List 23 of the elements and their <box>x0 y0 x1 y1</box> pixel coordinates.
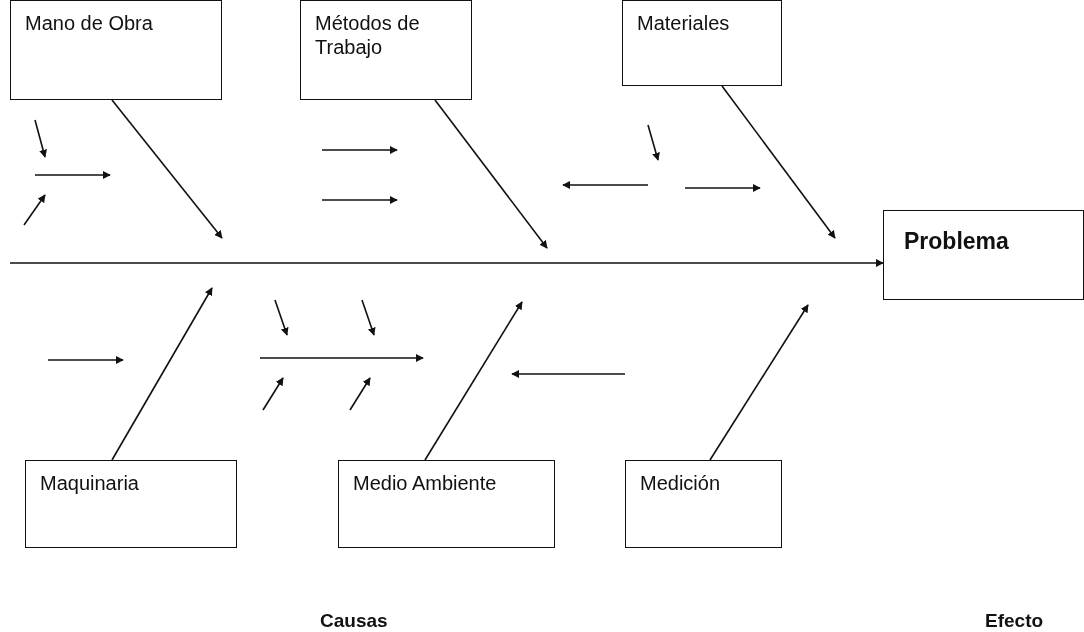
cause-box <box>338 460 555 548</box>
bone-arrow <box>111 287 213 461</box>
cause-label: Mano de Obra <box>25 11 154 35</box>
section-caption: Causas <box>320 610 388 632</box>
spine-arrow <box>9 259 884 267</box>
cause-box <box>622 0 782 86</box>
cause-label: Métodos de Trabajo <box>315 11 421 59</box>
bone-arrow <box>721 85 836 239</box>
cause-label: Materiales <box>637 11 731 35</box>
bone-arrow <box>111 99 223 239</box>
bone-arrow <box>434 99 548 249</box>
cause-label: Maquinaria <box>40 471 140 495</box>
cause-box <box>625 460 782 548</box>
bone-arrow <box>424 301 523 461</box>
section-caption: Efecto <box>985 610 1044 632</box>
cause-box <box>25 460 237 548</box>
bone-arrow <box>709 304 809 461</box>
cause-label: Medición <box>640 471 722 495</box>
effect-label: Problema <box>904 229 1010 253</box>
cause-box <box>10 0 222 100</box>
cause-label: Medio Ambiente <box>353 471 498 495</box>
effect-box <box>883 210 1084 300</box>
cause-box <box>300 0 472 100</box>
